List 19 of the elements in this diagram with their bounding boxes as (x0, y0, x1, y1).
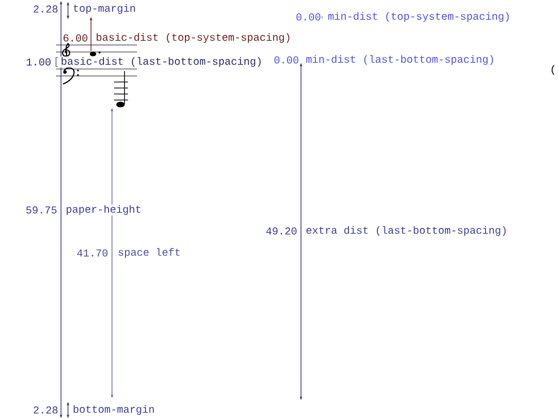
dimension-label: min-dist (last-bottom-spacing) (305, 54, 496, 66)
dimension-value: 41.70 (76, 248, 109, 258)
dimension-label: space left (117, 248, 182, 258)
dimension-value: 0.00 (273, 56, 300, 64)
dimension-value: 0.00 (295, 12, 322, 22)
dimension-label: basic-dist (top-system-spacing) (95, 32, 292, 44)
dimension-label: paper-height (65, 204, 142, 216)
dimension-value: 2.28 (32, 406, 59, 414)
dimension-label: extra dist (last-bottom-spacing) (305, 226, 508, 236)
dimension-value: 6.00 (62, 34, 89, 42)
dimension-label: min-dist (top-system-spacing) (327, 12, 512, 22)
dimension-label: top-margin (72, 4, 136, 14)
dimension-value: 49.20 (265, 226, 298, 236)
clipped-text: ( (549, 64, 557, 76)
dimension-label: basic-dist (last-bottom-spacing) (60, 56, 264, 68)
dimension-value: 1.00 (25, 58, 52, 66)
dimension-label: bottom-margin (72, 404, 156, 416)
dimension-value: 2.28 (32, 4, 59, 14)
dimension-value: 59.75 (25, 206, 58, 214)
